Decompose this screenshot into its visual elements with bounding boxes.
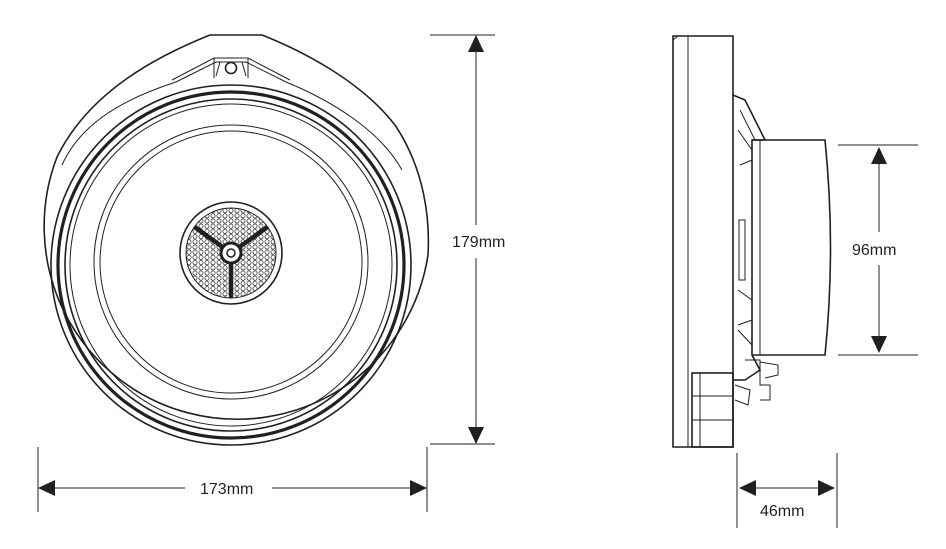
cone-ring-inner bbox=[99, 130, 363, 394]
width-arrow-left bbox=[38, 480, 55, 496]
depth-arrow-right bbox=[818, 480, 835, 496]
width-label: 173mm bbox=[200, 481, 253, 498]
mounting-hole bbox=[224, 61, 238, 75]
depth-dimension: 46mm bbox=[736, 453, 838, 528]
front-inner-flange bbox=[61, 81, 177, 166]
front-view bbox=[43, 34, 430, 446]
height-arrow-top bbox=[468, 35, 484, 52]
height-arrow-bottom bbox=[468, 427, 484, 444]
depth-arrow-left bbox=[739, 480, 756, 496]
width-dimension: 173mm bbox=[37, 447, 428, 512]
depth-label: 46mm bbox=[760, 503, 804, 520]
cone-ring bbox=[93, 124, 369, 400]
width-arrow-right bbox=[410, 480, 427, 496]
tweeter bbox=[179, 201, 283, 305]
diameter-label: 96mm bbox=[852, 242, 896, 259]
side-flange bbox=[672, 35, 734, 448]
side-basket bbox=[732, 94, 767, 381]
basket-ring-3 bbox=[64, 98, 398, 432]
side-view bbox=[672, 35, 832, 448]
height-label: 179mm bbox=[452, 234, 505, 251]
diameter-dimension: 96mm bbox=[838, 144, 918, 356]
diameter-arrow-bottom bbox=[871, 336, 887, 353]
diameter-arrow-top bbox=[871, 147, 887, 164]
basket-ring-2 bbox=[56, 90, 406, 440]
side-magnet bbox=[752, 139, 832, 356]
basket-ring-outer bbox=[50, 84, 412, 446]
mounting-tab bbox=[171, 57, 291, 83]
height-dimension: 179mm bbox=[430, 34, 505, 445]
front-flange-outline bbox=[43, 34, 430, 420]
connector-block bbox=[691, 372, 734, 448]
surround-ring-outer bbox=[69, 103, 393, 427]
